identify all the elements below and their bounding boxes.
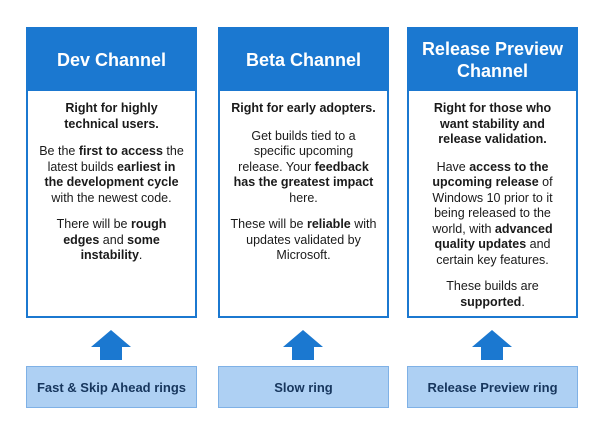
emphasis-text: supported <box>460 294 522 309</box>
channel-card-beta: Beta Channel Right for early adopters. G… <box>218 27 389 318</box>
channel-card-release-preview: Release Preview Channel Right for those … <box>407 27 578 318</box>
ring-label-slow: Slow ring <box>218 366 389 408</box>
channel-paragraph-2: There will be rough edges and some insta… <box>38 217 185 264</box>
up-arrow-icon <box>91 330 131 360</box>
channel-paragraph-2: These will be reliable with updates vali… <box>230 217 377 264</box>
channel-card: Dev Channel Right for highly technical u… <box>26 27 197 318</box>
emphasis-text: rough edges <box>63 217 167 247</box>
channel-card: Release Preview Channel Right for those … <box>407 27 578 318</box>
channel-title: Release Preview Channel <box>409 29 576 91</box>
channel-paragraph-1: Get builds tied to a specific upcoming r… <box>230 129 377 207</box>
body-text: . <box>521 294 525 309</box>
emphasis-text: first to access <box>78 144 163 158</box>
channel-lead: Right for highly technical users. <box>64 101 159 131</box>
channel-title: Beta Channel <box>220 29 387 91</box>
up-arrow-icon <box>283 330 323 360</box>
ring-label-release-preview: Release Preview ring <box>407 366 578 408</box>
emphasis-text: advanced quality updates <box>434 221 553 252</box>
up-arrow-shape <box>472 330 512 360</box>
body-text: There will be <box>56 217 131 231</box>
up-arrow-icon <box>472 330 512 360</box>
emphasis-text: some instability <box>80 232 160 263</box>
body-text: with updates validated by Microsoft. <box>246 217 377 262</box>
emphasis-text: reliable <box>306 217 351 231</box>
channel-title: Dev Channel <box>28 29 195 91</box>
body-text: and <box>99 232 128 247</box>
body-text: Be the <box>39 144 79 158</box>
channel-title-line-2: Channel <box>456 61 528 81</box>
channel-lead: Right for those who want stability and r… <box>433 101 552 146</box>
body-text: of Windows 10 prior to it being released… <box>432 175 553 236</box>
channel-description: Right for those who want stability and r… <box>409 91 576 310</box>
body-text: with the newest code. <box>51 190 172 205</box>
up-arrow-shape <box>283 330 323 360</box>
emphasis-text: earliest in the development cycle <box>44 159 179 190</box>
body-text: . <box>138 248 143 262</box>
channel-title-line-1: Release Preview <box>421 39 564 59</box>
body-text: here. <box>289 190 318 205</box>
emphasis-text: feedback has the greatest impact <box>233 159 374 190</box>
body-text: These will be <box>230 217 307 231</box>
channel-paragraph-1: Have access to the upcoming release of W… <box>419 160 566 269</box>
body-text: Have <box>436 159 470 174</box>
body-text: and certain key features. <box>436 237 551 267</box>
channel-title-line-1: Dev Channel <box>56 50 167 70</box>
channel-paragraph-2: These builds are supported. <box>419 279 566 310</box>
up-arrow-shape <box>91 330 131 360</box>
ring-label-fast-skip-ahead: Fast & Skip Ahead rings <box>26 366 197 408</box>
channel-paragraph-1: Be the first to access the latest builds… <box>38 144 185 206</box>
emphasis-text: access to the upcoming release <box>432 159 549 190</box>
channel-description: Right for early adopters. Get builds tie… <box>220 91 387 264</box>
body-text: Get builds tied to a specific upcoming r… <box>238 128 356 174</box>
channel-card: Beta Channel Right for early adopters. G… <box>218 27 389 318</box>
channel-card-dev: Dev Channel Right for highly technical u… <box>26 27 197 318</box>
body-text: the latest builds <box>47 144 184 174</box>
body-text: These builds are <box>446 279 539 293</box>
channel-description: Right for highly technical users. Be the… <box>28 91 195 264</box>
channel-title-line-1: Beta Channel <box>245 50 362 70</box>
channel-lead: Right for early adopters. <box>231 101 376 115</box>
